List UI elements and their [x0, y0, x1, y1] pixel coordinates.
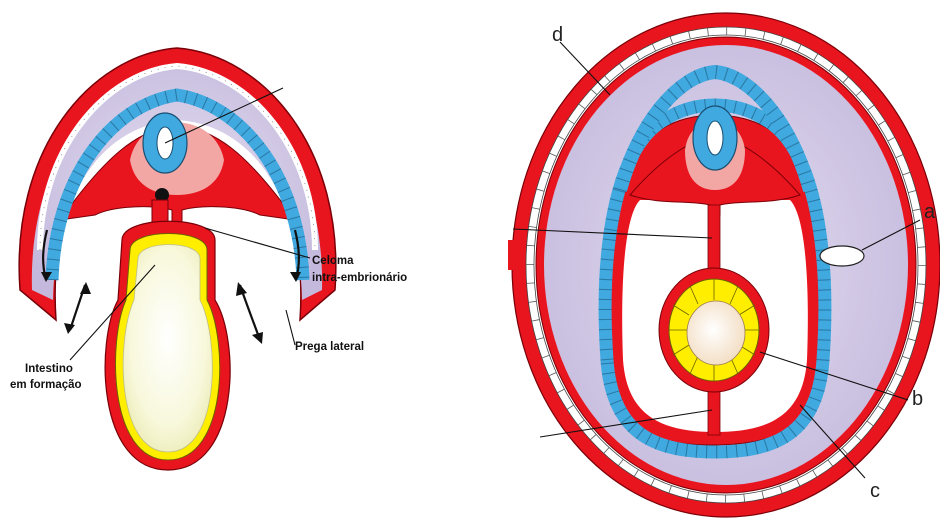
label-prega-lateral: Prega lateral [295, 341, 364, 353]
right-gut-core [687, 301, 745, 365]
right-marker-a-oval [820, 246, 864, 266]
label-a: a [924, 201, 936, 223]
label-intestino-1: Intestino [25, 363, 73, 375]
label-celoma-2: intra-embrionário [312, 272, 407, 284]
label-d: d [552, 24, 563, 46]
right-embryo-diagram: a b c d [508, 13, 940, 517]
label-c: c [870, 480, 880, 502]
left-embryo-diagram: Celoma intra-embrionário Prega lateral I… [10, 48, 407, 470]
label-celoma-1: Celoma [312, 255, 354, 267]
label-intestino-2: em formação [10, 379, 82, 391]
label-b: b [912, 388, 923, 410]
right-dorsal-mesentery [708, 205, 720, 275]
left-yolk [123, 245, 212, 453]
